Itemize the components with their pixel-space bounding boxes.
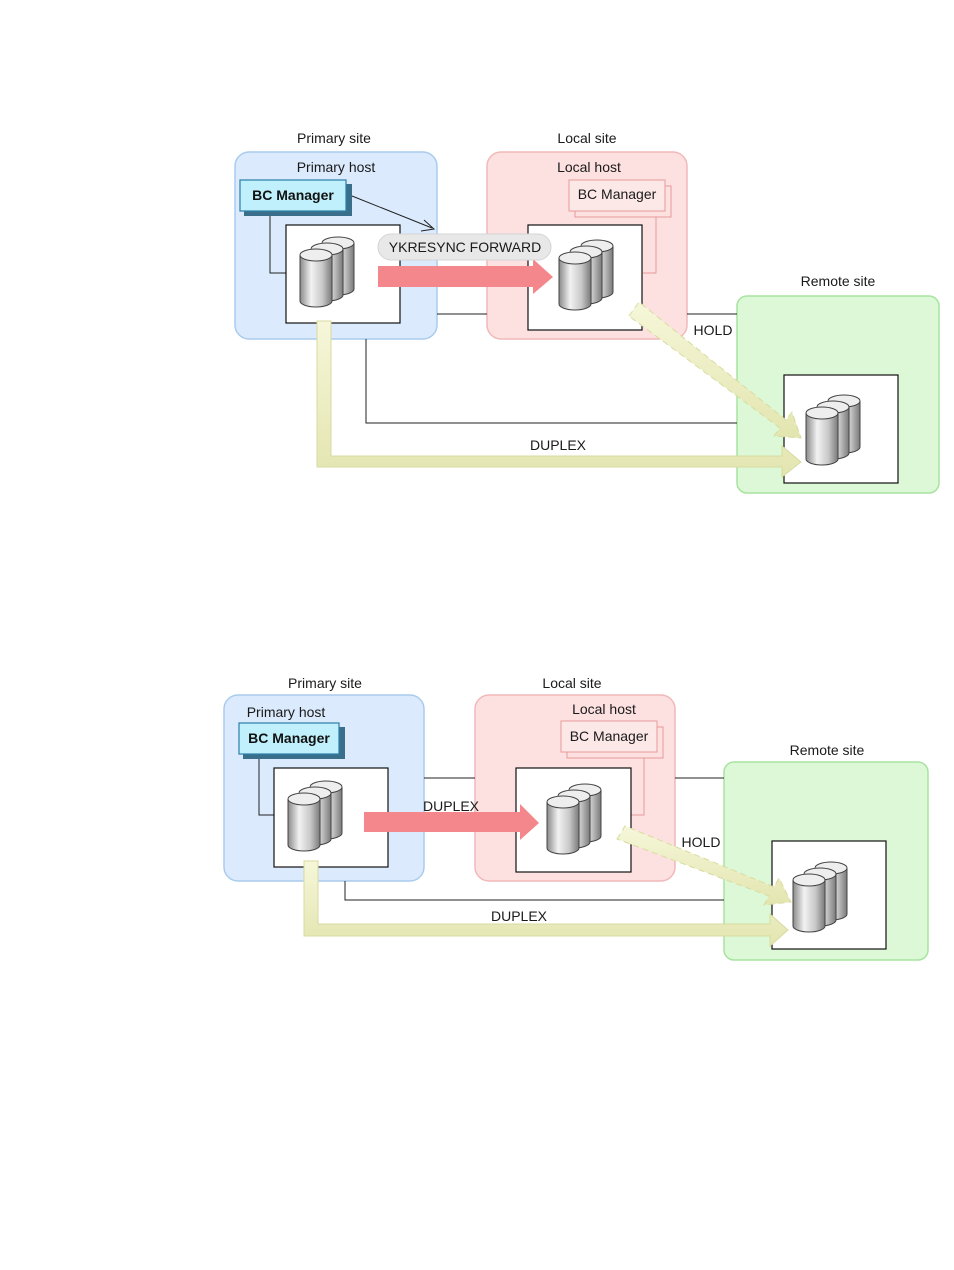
primary-site-label: Primary site <box>288 675 362 691</box>
duplex-local-label: DUPLEX <box>423 798 480 814</box>
duplex-remote-arrow <box>317 321 801 477</box>
duplex-remote-label: DUPLEX <box>530 437 587 453</box>
hold-label: HOLD <box>694 322 733 338</box>
primary-remote-line <box>345 881 724 900</box>
local-site-label: Local site <box>542 675 601 691</box>
primary-site-label: Primary site <box>297 130 371 146</box>
diagram-2: Primary site Local site Remote site Prim… <box>224 675 928 960</box>
duplex-remote-label: DUPLEX <box>491 908 548 924</box>
remote-site-label: Remote site <box>801 273 876 289</box>
primary-host-label: Primary host <box>247 704 326 720</box>
primary-host-label: Primary host <box>297 159 376 175</box>
command-label: YKRESYNC FORWARD <box>389 239 541 255</box>
local-host-label: Local host <box>557 159 621 175</box>
local-host-label: Local host <box>572 701 636 717</box>
bc-manager-primary-label: BC Manager <box>252 187 334 203</box>
hold-label: HOLD <box>682 834 721 850</box>
bc-manager-local-label: BC Manager <box>578 186 657 202</box>
bc-manager-local-label: BC Manager <box>570 728 649 744</box>
bc-manager-primary-label: BC Manager <box>248 730 330 746</box>
local-site-label: Local site <box>557 130 616 146</box>
remote-site-label: Remote site <box>790 742 865 758</box>
diagram-1: Primary site Local site Remote site Prim… <box>235 130 939 493</box>
